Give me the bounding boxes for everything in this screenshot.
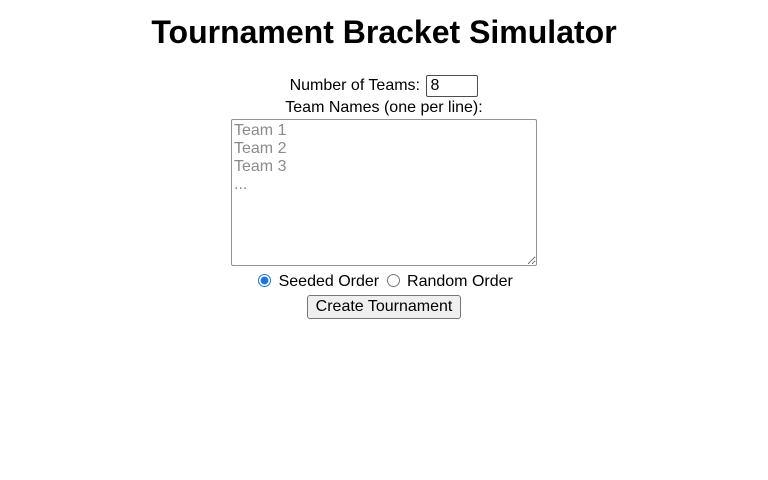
page-title: Tournament Bracket Simulator — [151, 14, 617, 50]
tournament-form: Number of Teams: Team Names (one per lin… — [8, 75, 760, 319]
team-names-row — [8, 118, 760, 269]
random-order-radio[interactable] — [386, 274, 400, 287]
team-names-label: Team Names (one per line): — [285, 99, 483, 116]
order-options-row: Seeded Order Random Order — [8, 271, 760, 292]
seeded-order-option[interactable]: Seeded Order — [255, 273, 383, 290]
submit-row: Create Tournament — [8, 293, 760, 319]
seeded-order-radio[interactable] — [258, 274, 272, 287]
team-names-textarea[interactable] — [231, 119, 537, 266]
create-tournament-button[interactable]: Create Tournament — [306, 295, 462, 319]
num-teams-input[interactable] — [426, 75, 479, 97]
random-order-option[interactable]: Random Order — [384, 273, 513, 290]
num-teams-label: Number of Teams: — [289, 77, 420, 95]
seeded-order-label: Seeded Order — [278, 273, 380, 290]
team-names-label-row: Team Names (one per line): — [8, 97, 760, 118]
random-order-label: Random Order — [407, 273, 513, 290]
num-teams-row: Number of Teams: — [8, 75, 760, 97]
